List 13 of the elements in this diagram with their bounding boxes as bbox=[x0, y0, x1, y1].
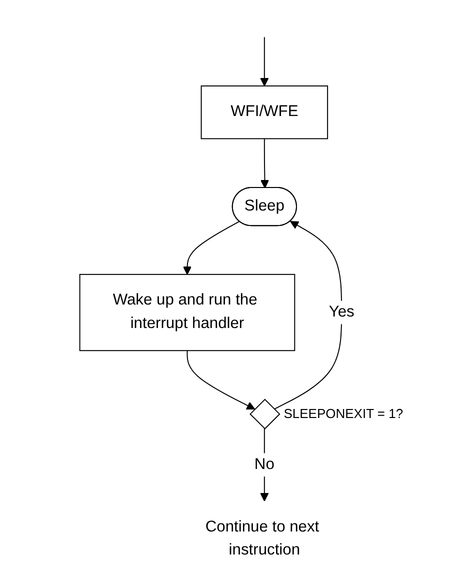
arrow bbox=[260, 36, 269, 86]
arrow bbox=[274, 221, 342, 410]
node-diamond bbox=[250, 398, 280, 430]
arrow bbox=[260, 138, 270, 188]
edge-label: No bbox=[254, 456, 275, 473]
arrow bbox=[260, 428, 269, 502]
edge-label: Yes bbox=[329, 304, 355, 320]
node-text: Continue to next instruction bbox=[206, 518, 320, 559]
node-box: Wake up and run the interrupt handler bbox=[80, 274, 296, 352]
arrow bbox=[183, 220, 240, 275]
node-box: WFI/WFE bbox=[200, 85, 328, 140]
arrow bbox=[186, 350, 256, 410]
node-caption: SLEEPONEXIT = 1? bbox=[284, 406, 404, 422]
